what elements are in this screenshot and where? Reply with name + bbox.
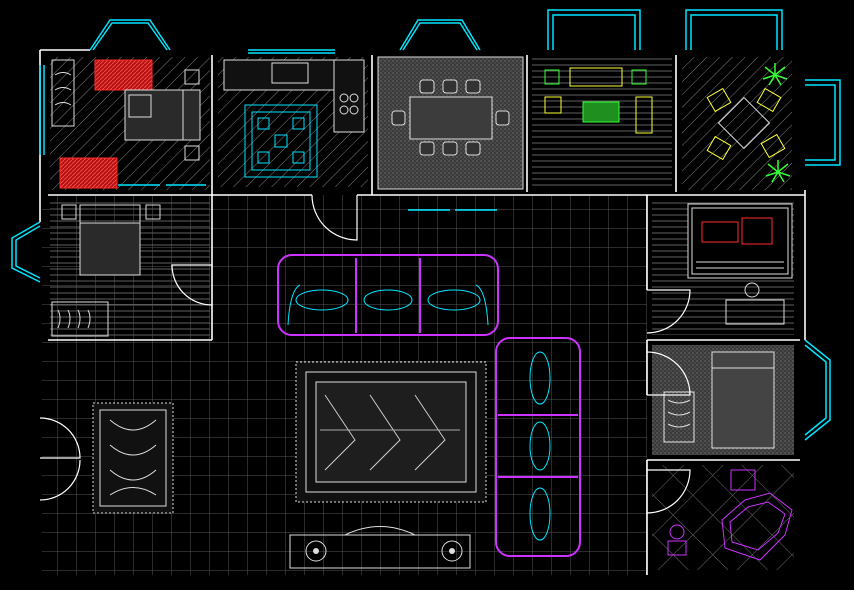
left-rug (92, 402, 174, 514)
plant-icon (762, 63, 791, 183)
bathroom (652, 465, 794, 570)
center-rug (295, 361, 487, 503)
bedroom-top-left (50, 57, 210, 190)
bedroom-left (50, 200, 210, 338)
tv-cabinet (289, 526, 471, 569)
kitchen (218, 57, 368, 187)
sofa-right (495, 337, 581, 557)
balcony-lounge (682, 57, 792, 190)
doors (39, 194, 691, 514)
sitting-room (532, 57, 672, 190)
sofa-top (277, 254, 499, 336)
study (652, 200, 794, 335)
dining-room (377, 56, 524, 190)
windows (11, 9, 841, 441)
